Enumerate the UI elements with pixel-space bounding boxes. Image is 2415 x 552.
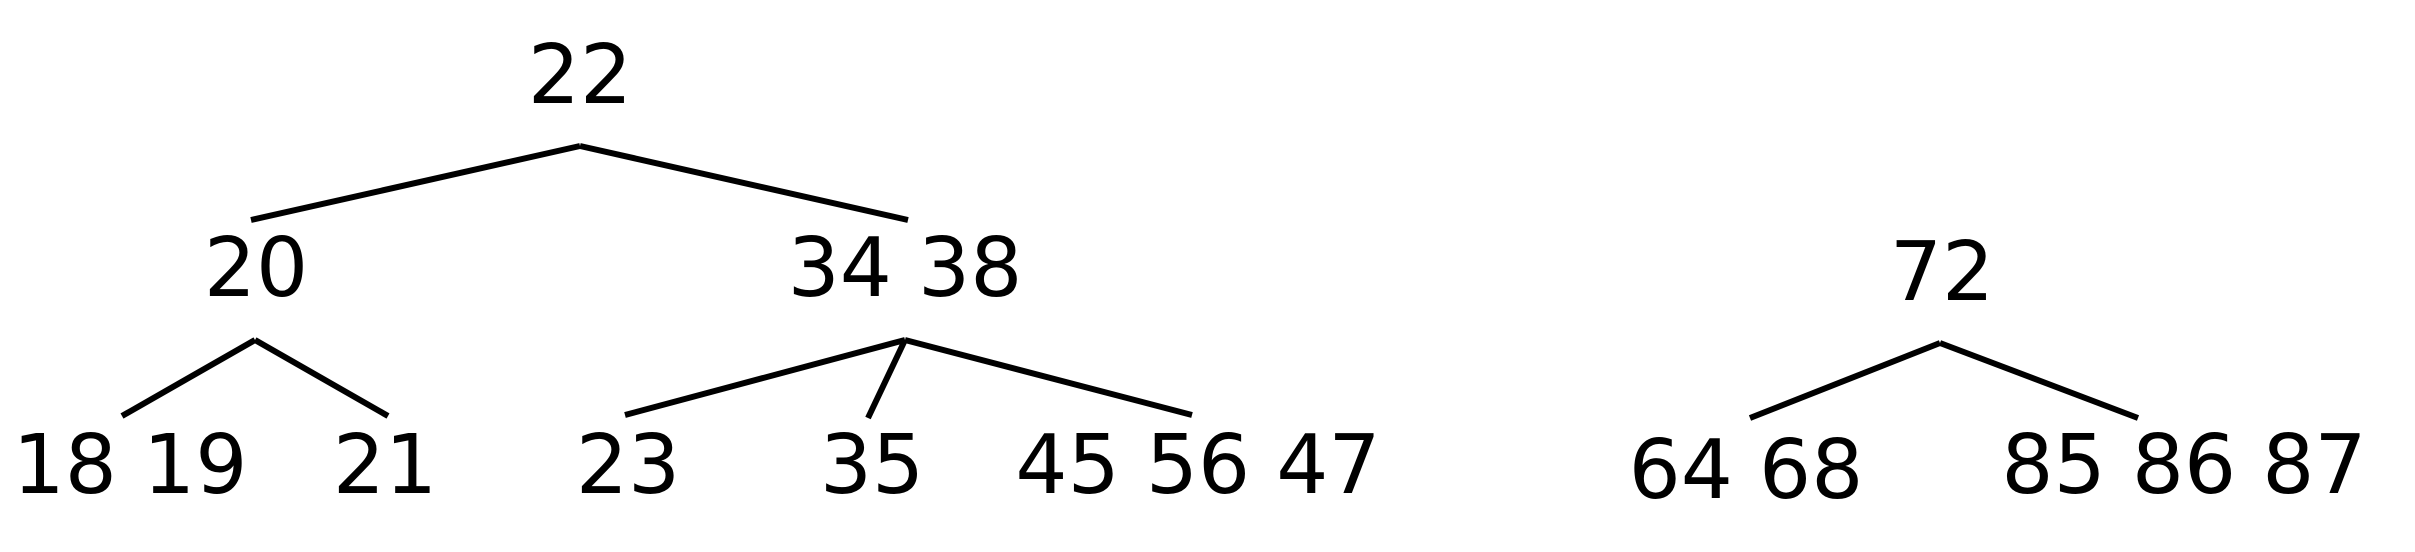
node-85-86-87: 85 86 87 bbox=[2001, 418, 2366, 513]
node-18-19: 18 19 bbox=[13, 418, 248, 513]
edge-72-to-64-68 bbox=[1748, 340, 1942, 421]
node-35: 35 bbox=[820, 418, 924, 513]
edge-20-to-21 bbox=[253, 337, 390, 419]
node-34-38: 34 38 bbox=[788, 221, 1023, 316]
node-21: 21 bbox=[333, 418, 437, 513]
edge-22-to-34-38 bbox=[579, 143, 909, 223]
node-20: 20 bbox=[204, 221, 308, 316]
edge-34-38-to-23 bbox=[624, 337, 906, 418]
node-72: 72 bbox=[1890, 225, 1994, 320]
edge-20-to-18-19 bbox=[120, 337, 257, 419]
node-64-68: 64 68 bbox=[1629, 423, 1864, 518]
node-23: 23 bbox=[576, 418, 680, 513]
edge-72-to-85-86-87 bbox=[1938, 340, 2140, 421]
node-45-56-47: 45 56 47 bbox=[1015, 418, 1380, 513]
edge-34-38-to-35 bbox=[865, 338, 908, 420]
edge-34-38-to-45-56-47 bbox=[904, 337, 1193, 418]
edge-22-to-20 bbox=[250, 143, 581, 223]
node-22: 22 bbox=[528, 28, 632, 123]
